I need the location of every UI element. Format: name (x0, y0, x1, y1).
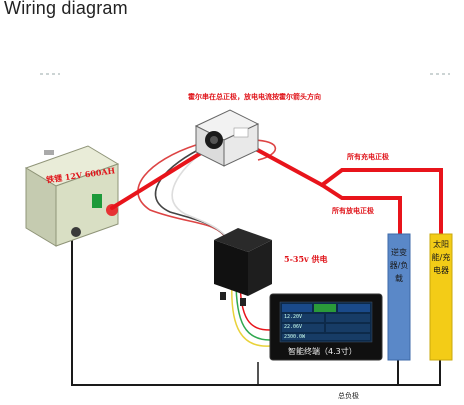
supply-wire-3 (231, 281, 271, 347)
charger-box (429, 233, 453, 361)
negative-wire (71, 232, 441, 386)
negative-label: 总负极 (338, 392, 359, 400)
page-title: Wiring diagram (4, 0, 128, 18)
supply-wire-2 (235, 279, 271, 341)
discharge-positive-label: 所有放电正极 (332, 206, 374, 215)
display-reading-3: 2300.0W (284, 334, 306, 340)
display-unit (269, 293, 383, 361)
detector-module (214, 228, 272, 306)
charger-label: 太阳能/充电器 (431, 240, 451, 275)
display-reading-2: 22.06V (284, 324, 303, 330)
display-caption: 智能终端（4.3寸） (288, 347, 357, 356)
hall-sensor (194, 109, 260, 167)
hall-sensor-note: 霍尔串在总正极，放电电流按霍尔箭头方向 (188, 92, 321, 101)
supply-voltage-label: 5-35v 供电 (284, 254, 328, 264)
display-reading-1: 12.20V (284, 314, 303, 320)
charge-positive-label: 所有充电正极 (347, 152, 389, 161)
battery (24, 145, 120, 247)
inverter-box (387, 233, 411, 361)
inverter-label: 逆变器/负载 (389, 248, 409, 283)
positive-wires (110, 133, 443, 236)
